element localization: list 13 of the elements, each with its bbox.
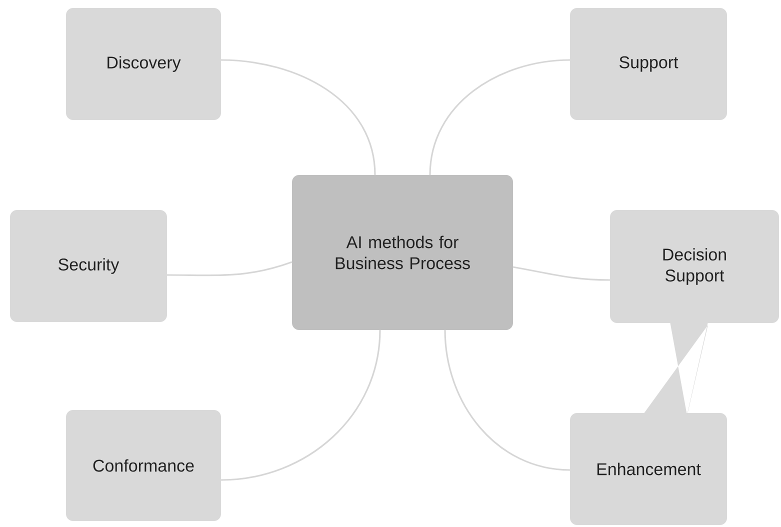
connector-line	[512, 266, 610, 281]
subtopic-box: Enhancement	[570, 413, 727, 525]
subtopic-box: Discovery	[66, 8, 221, 120]
topic-box: AI methods for Business Process	[292, 175, 513, 330]
connector-line	[167, 261, 292, 276]
subtopic-box: Security	[10, 210, 167, 322]
subtopic-box: Decision Support	[610, 210, 780, 323]
subtopic-box: Conformance	[66, 410, 221, 521]
connector-line	[220, 330, 381, 481]
subtopic-box: Support	[570, 8, 727, 120]
connector-line	[429, 59, 570, 176]
connector-line	[220, 59, 376, 176]
connector-line	[444, 330, 570, 471]
